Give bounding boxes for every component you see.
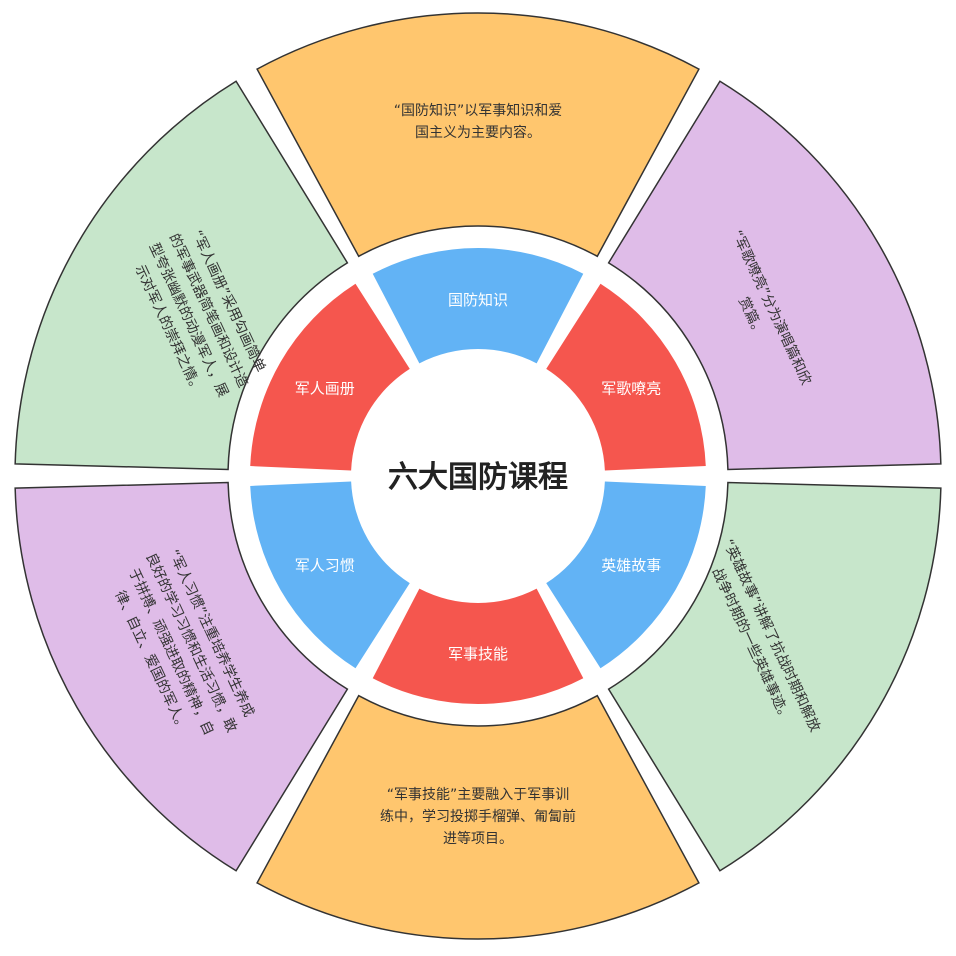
description-line: 国主义为主要内容。 (415, 124, 541, 141)
segment-label-4: 军事技能 (448, 645, 508, 663)
outer-segment-1 (256, 12, 700, 258)
description-line: 练中，学习投掷手榴弹、匍匐前 (380, 808, 576, 825)
outer-segment-5 (14, 481, 349, 872)
inner-segment-6 (250, 283, 410, 471)
segment-label-5: 军人习惯 (295, 557, 355, 575)
center-title: 六大国防课程 (388, 460, 568, 495)
inner-segment-3 (546, 481, 706, 669)
outer-segment-2 (607, 80, 942, 471)
segment-label-3: 英雄故事 (601, 557, 661, 575)
segment-label-6: 军人画册 (295, 380, 355, 398)
segment-label-1: 国防知识 (448, 291, 508, 309)
outer-segment-4 (256, 694, 700, 940)
inner-segment-1 (372, 248, 584, 364)
center-circle (354, 352, 602, 600)
inner-segment-5 (250, 481, 410, 669)
description-line: 进等项目。 (443, 830, 513, 847)
outer-segment-6 (14, 80, 349, 471)
description-line: “国防知识”以军事知识和爱 (394, 102, 563, 119)
description-line: “军事技能”主要融入于军事训 (387, 787, 570, 803)
inner-segment-4 (372, 588, 584, 704)
inner-segment-2 (546, 283, 706, 471)
segment-label-2: 军歌嘹亮 (601, 380, 661, 398)
outer-segment-3 (607, 481, 942, 872)
